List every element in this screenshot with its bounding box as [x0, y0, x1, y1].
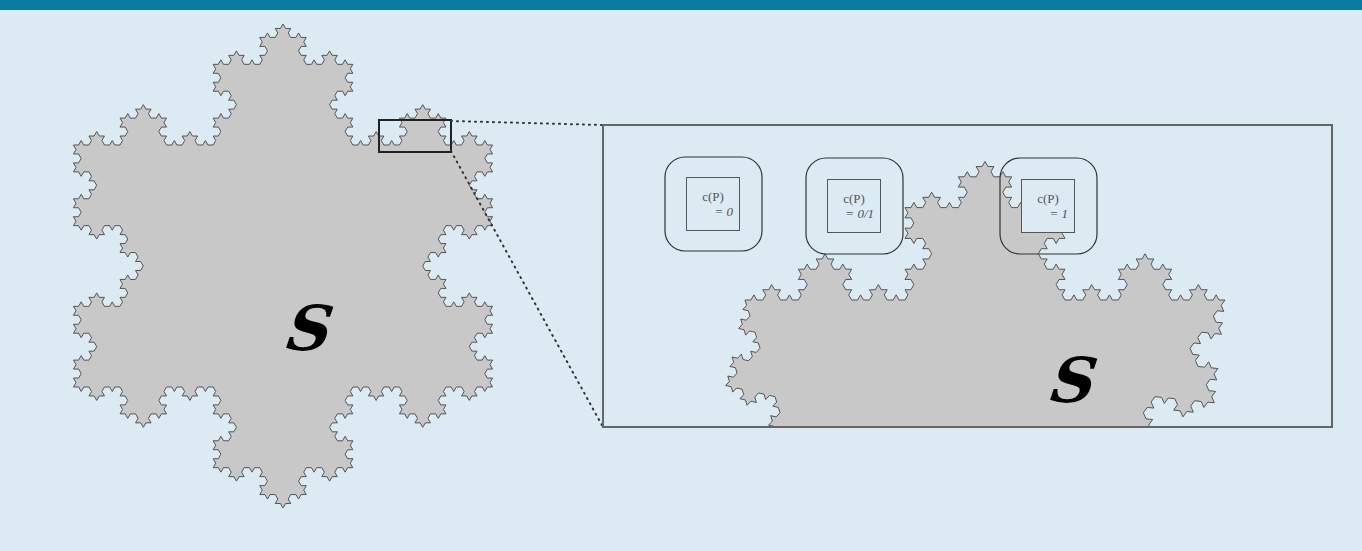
- koch-snowflake: [73, 24, 492, 508]
- set-label: S: [284, 298, 337, 360]
- koch-detail: [726, 161, 1225, 427]
- value-box: c(P)= 0/1: [827, 179, 881, 233]
- function-label: c(P): [702, 189, 724, 204]
- value-box: c(P)= 1: [1021, 179, 1075, 233]
- zoom-frame: [603, 125, 1332, 427]
- value-label: = 0: [714, 204, 733, 219]
- dotted-leader: [451, 151, 603, 427]
- value-label: = 1: [1049, 206, 1068, 221]
- function-label: c(P): [1037, 191, 1059, 206]
- probe-ring: [806, 158, 903, 254]
- probe-ring: [1000, 158, 1097, 254]
- probe-ring: [665, 157, 762, 251]
- header-bar: [0, 0, 1362, 10]
- value-box: c(P)= 0: [686, 177, 740, 231]
- dotted-leader: [451, 121, 603, 125]
- value-label: = 0/1: [845, 206, 874, 221]
- set-label: S: [1048, 350, 1101, 412]
- function-label: c(P): [843, 191, 865, 206]
- zoom-marker: [379, 120, 451, 152]
